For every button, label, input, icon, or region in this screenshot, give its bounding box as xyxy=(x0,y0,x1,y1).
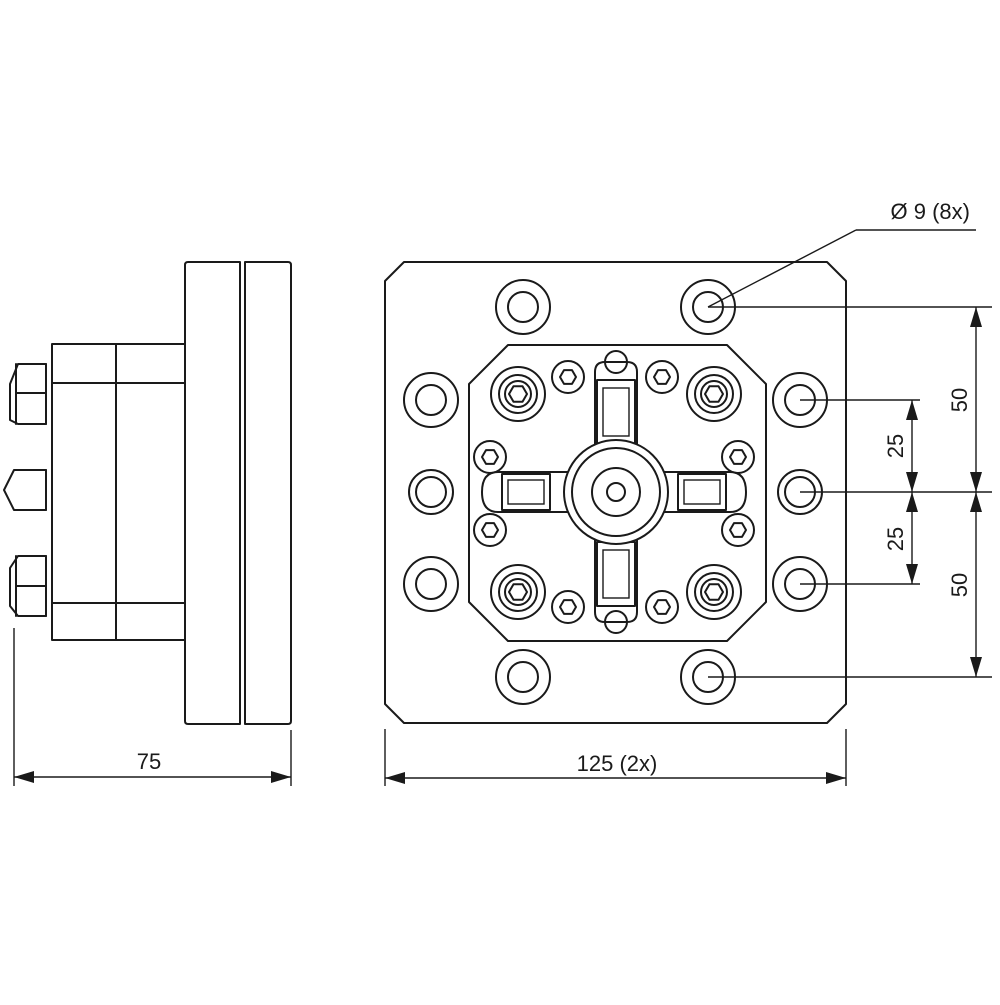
dim-75-label: 75 xyxy=(137,749,161,774)
hex-screw-left-lower xyxy=(473,513,507,547)
side-flange-plate-right xyxy=(244,261,292,725)
hole-callout-leader xyxy=(707,229,857,308)
dim-125-arrow-left xyxy=(385,772,405,784)
dim-25-upper-arrow-top xyxy=(906,400,918,420)
dim-125-arrow-right xyxy=(826,772,846,784)
central-chuck xyxy=(563,439,669,545)
clamp-screw-top-right xyxy=(686,366,742,422)
hex-screw-right-lower xyxy=(721,513,755,547)
side-view: 75 xyxy=(3,261,292,786)
hex-screw-top-inner-right xyxy=(645,360,679,394)
dim-25-upper-label: 25 xyxy=(883,434,908,458)
dim-75-arrow-left xyxy=(14,771,34,783)
hex-screw-left-upper xyxy=(473,440,507,474)
dim-25-lower-arrow-top xyxy=(906,492,918,512)
dim-50-upper-label: 50 xyxy=(947,388,972,412)
hex-screw-bottom-inner-left xyxy=(551,590,585,624)
dim-125-label: 125 (2x) xyxy=(577,751,658,776)
front-view: 125 (2x) Ø 9 (8x) 50 50 25 25 xyxy=(384,199,992,786)
side-flange-plate-left xyxy=(184,261,241,725)
mounting-hole-left-upper xyxy=(403,372,459,428)
mounting-hole-left-middle xyxy=(408,469,454,515)
hex-screw-right-upper xyxy=(721,440,755,474)
dim-50-upper-arrow-top xyxy=(970,307,982,327)
side-pin-top xyxy=(9,363,47,425)
dim-50-upper-arrow-bottom xyxy=(970,472,982,492)
dim-50-lower-arrow-bottom xyxy=(970,657,982,677)
dim-25-lower-label: 25 xyxy=(883,527,908,551)
hole-callout-label: Ø 9 (8x) xyxy=(891,199,970,224)
dim-75-arrow-right xyxy=(271,771,291,783)
slot-vertical-top xyxy=(594,350,638,451)
slot-vertical-bottom xyxy=(594,533,638,634)
side-pin-middle xyxy=(3,469,47,511)
mounting-hole-left-lower xyxy=(403,556,459,612)
front-outer-plate xyxy=(384,261,847,724)
hex-screw-top-inner-left xyxy=(551,360,585,394)
mounting-hole-bottom-left xyxy=(495,649,551,705)
dim-25-upper-arrow-bottom xyxy=(906,472,918,492)
dim-50-lower-arrow-top xyxy=(970,492,982,512)
dim-50-lower-label: 50 xyxy=(947,573,972,597)
mounting-hole-top-left xyxy=(495,279,551,335)
side-pin-bottom xyxy=(9,555,47,617)
clamp-screw-bottom-right xyxy=(686,564,742,620)
clamp-screw-bottom-left xyxy=(490,564,546,620)
clamp-screw-top-left xyxy=(490,366,546,422)
dim-25-lower-arrow-bottom xyxy=(906,564,918,584)
hex-screw-bottom-inner-right xyxy=(645,590,679,624)
front-inner-plate xyxy=(468,344,767,642)
side-body-block xyxy=(51,343,186,641)
